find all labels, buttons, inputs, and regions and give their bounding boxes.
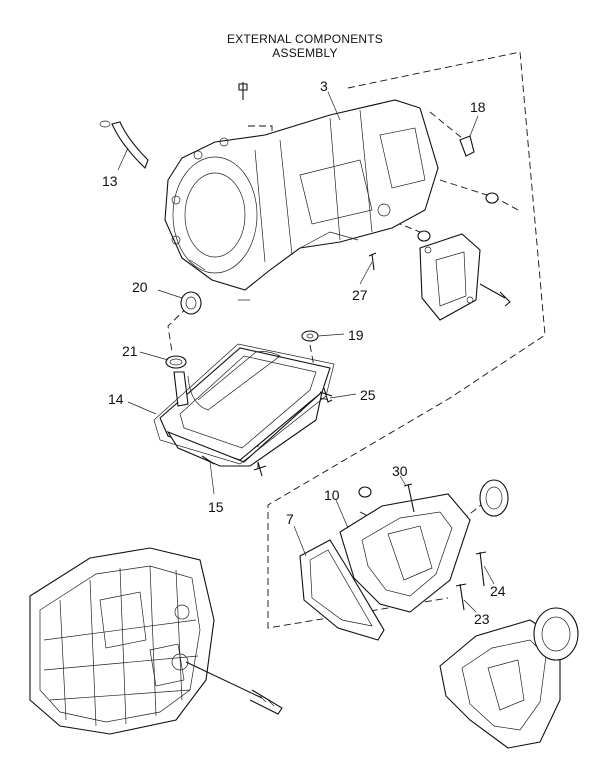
callout-21: 21 (122, 343, 138, 359)
callout-13: 13 (102, 173, 118, 189)
callout-27: 27 (352, 287, 368, 303)
plug (417, 230, 431, 242)
o-ring-21 (165, 355, 187, 369)
callout-15: 15 (208, 499, 224, 515)
callout-18: 18 (470, 99, 486, 115)
gasket-7 (299, 539, 385, 641)
washer-19 (301, 330, 319, 342)
transfer-case (439, 607, 579, 749)
rear-seal (479, 479, 509, 517)
callout-25: 25 (360, 387, 376, 403)
callout-7: 7 (286, 511, 294, 527)
callout-3: 3 (320, 78, 328, 94)
pan-bolt (253, 461, 267, 477)
seal-20 (180, 291, 202, 315)
top-bolt (238, 82, 248, 100)
callout-10: 10 (324, 487, 340, 503)
bolt-24 (475, 551, 487, 587)
bracket-18 (459, 135, 475, 157)
extension-housing-10 (339, 486, 471, 613)
tube-13 (99, 120, 149, 169)
diagram-title-line2: ASSEMBLY (272, 46, 338, 60)
installed-view-transmission (29, 547, 283, 735)
oil-pan-15 (159, 347, 331, 467)
callout-23: 23 (474, 611, 490, 627)
callout-30: 30 (392, 463, 408, 479)
callout-24: 24 (490, 583, 506, 599)
transmission-case (164, 99, 439, 301)
bolt-27 (368, 252, 377, 271)
side-cover-plate (419, 233, 511, 321)
leader-lines (117, 91, 495, 613)
diagram-title-line1: EXTERNAL COMPONENTS (226, 32, 384, 46)
callout-20: 20 (132, 279, 148, 295)
bolt-23 (455, 583, 467, 611)
callout-14: 14 (108, 391, 124, 407)
callout-19: 19 (348, 327, 364, 343)
stud-30 (403, 483, 415, 513)
nut (485, 192, 499, 204)
bolt-25 (319, 387, 333, 403)
